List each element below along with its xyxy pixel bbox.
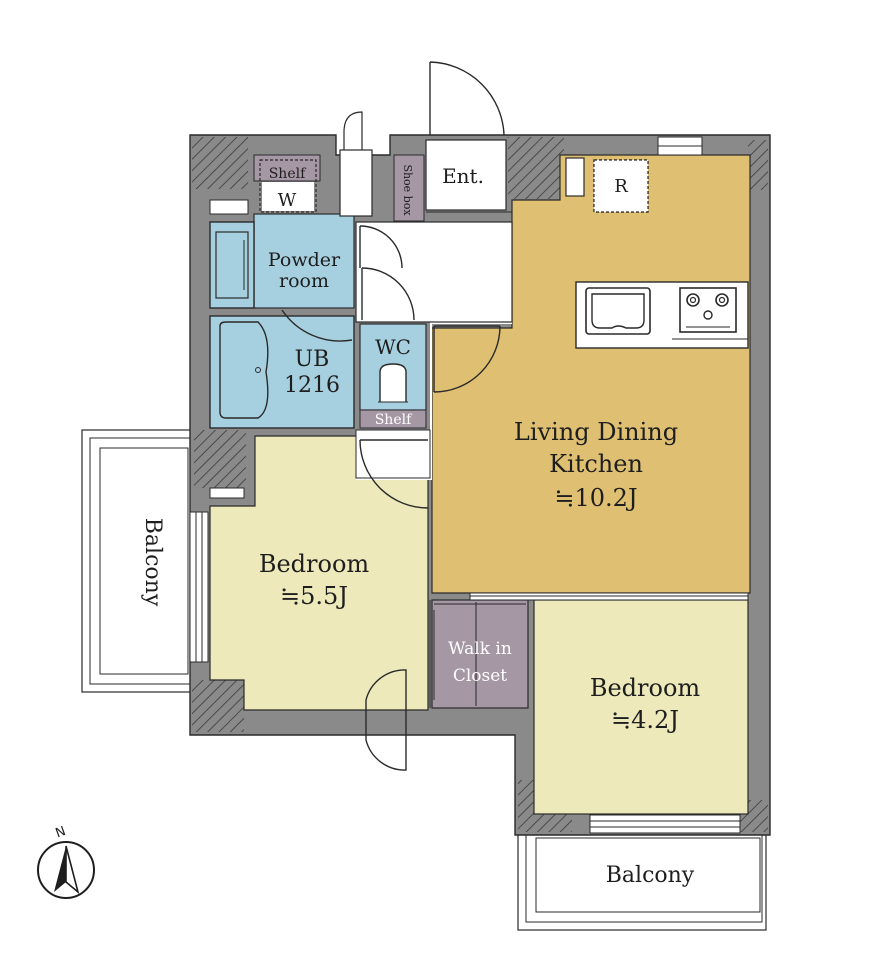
stove-icon bbox=[679, 287, 737, 333]
powder-door[interactable] bbox=[359, 225, 403, 269]
wc-door[interactable] bbox=[361, 267, 415, 321]
bath-label-1: UB bbox=[295, 347, 330, 372]
compass-label: N bbox=[54, 824, 68, 841]
bath-label-2: 1216 bbox=[284, 373, 340, 398]
balcony-west: Balcony bbox=[81, 429, 193, 693]
sliding-door-ldk[interactable] bbox=[469, 592, 749, 601]
kitchen-counter bbox=[575, 281, 749, 349]
room-powder-room: Powder room bbox=[253, 213, 355, 309]
balcony-south-label: Balcony bbox=[606, 863, 695, 888]
ldk-label-1: Living Dining bbox=[514, 418, 678, 446]
room-entrance: Ent. bbox=[425, 139, 507, 211]
vanity-sink-icon bbox=[209, 221, 255, 309]
bedroom-west-label-1: Bedroom bbox=[259, 550, 370, 578]
pipe-shaft bbox=[339, 111, 373, 217]
powder-shelf bbox=[209, 199, 249, 215]
balcony-south: Balcony bbox=[517, 829, 767, 931]
washer-label: W bbox=[278, 190, 297, 211]
ldk-label-3: ≒10.2J bbox=[554, 484, 637, 512]
hallway bbox=[355, 211, 513, 480]
shelf-top-label: Shelf bbox=[269, 166, 307, 182]
bedroom-south-label-2: ≒4.2J bbox=[611, 706, 679, 734]
ldk-cabinet bbox=[565, 157, 585, 197]
bath-door[interactable] bbox=[281, 309, 353, 342]
entrance-door[interactable] bbox=[429, 61, 505, 136]
window-south bbox=[589, 814, 741, 834]
window-top bbox=[657, 136, 703, 156]
room-walk-in-closet: Walk in Closet bbox=[431, 599, 529, 709]
ldk-label-2: Kitchen bbox=[549, 450, 643, 478]
ldk-door[interactable] bbox=[433, 325, 501, 393]
powder-room-label-1: Powder bbox=[268, 249, 341, 271]
powder-room-label-2: room bbox=[279, 270, 329, 292]
bedroom-south-label-1: Bedroom bbox=[590, 674, 701, 702]
room-bedroom-south: Bedroom ≒4.2J bbox=[533, 599, 749, 815]
fridge-space: R bbox=[593, 159, 649, 213]
wc-shelf-label: Shelf bbox=[375, 412, 413, 428]
north-arrow-icon: N bbox=[37, 824, 95, 899]
entrance-label: Ent. bbox=[442, 164, 484, 188]
room-ldk: Living Dining Kitchen ≒10.2J bbox=[431, 154, 751, 594]
bedroom-west-door[interactable] bbox=[359, 439, 429, 509]
sink-icon bbox=[585, 287, 651, 335]
closet-door[interactable] bbox=[429, 600, 435, 708]
wc-label: WC bbox=[375, 335, 411, 359]
walk-in-label-1: Walk in bbox=[448, 639, 512, 659]
shoe-box-label: Shoe box bbox=[401, 164, 414, 216]
bedroom-west-label-2: ≒5.5J bbox=[280, 582, 348, 610]
window-west bbox=[189, 511, 209, 663]
bedroom-shelf bbox=[209, 487, 245, 499]
shoe-box: Shoe box bbox=[393, 154, 425, 222]
room-wc: WC Shelf bbox=[359, 323, 427, 429]
walk-in-label-2: Closet bbox=[453, 666, 507, 686]
bedroom-west-lower-door[interactable] bbox=[365, 669, 407, 771]
shelf-washer: Shelf W bbox=[253, 154, 321, 213]
room-bath: UB 1216 bbox=[209, 315, 355, 429]
toilet-icon bbox=[378, 363, 408, 403]
balcony-west-label: Balcony bbox=[140, 518, 165, 607]
room-bedroom-west: Bedroom ≒5.5J bbox=[209, 435, 429, 711]
fridge-label: R bbox=[614, 176, 628, 197]
